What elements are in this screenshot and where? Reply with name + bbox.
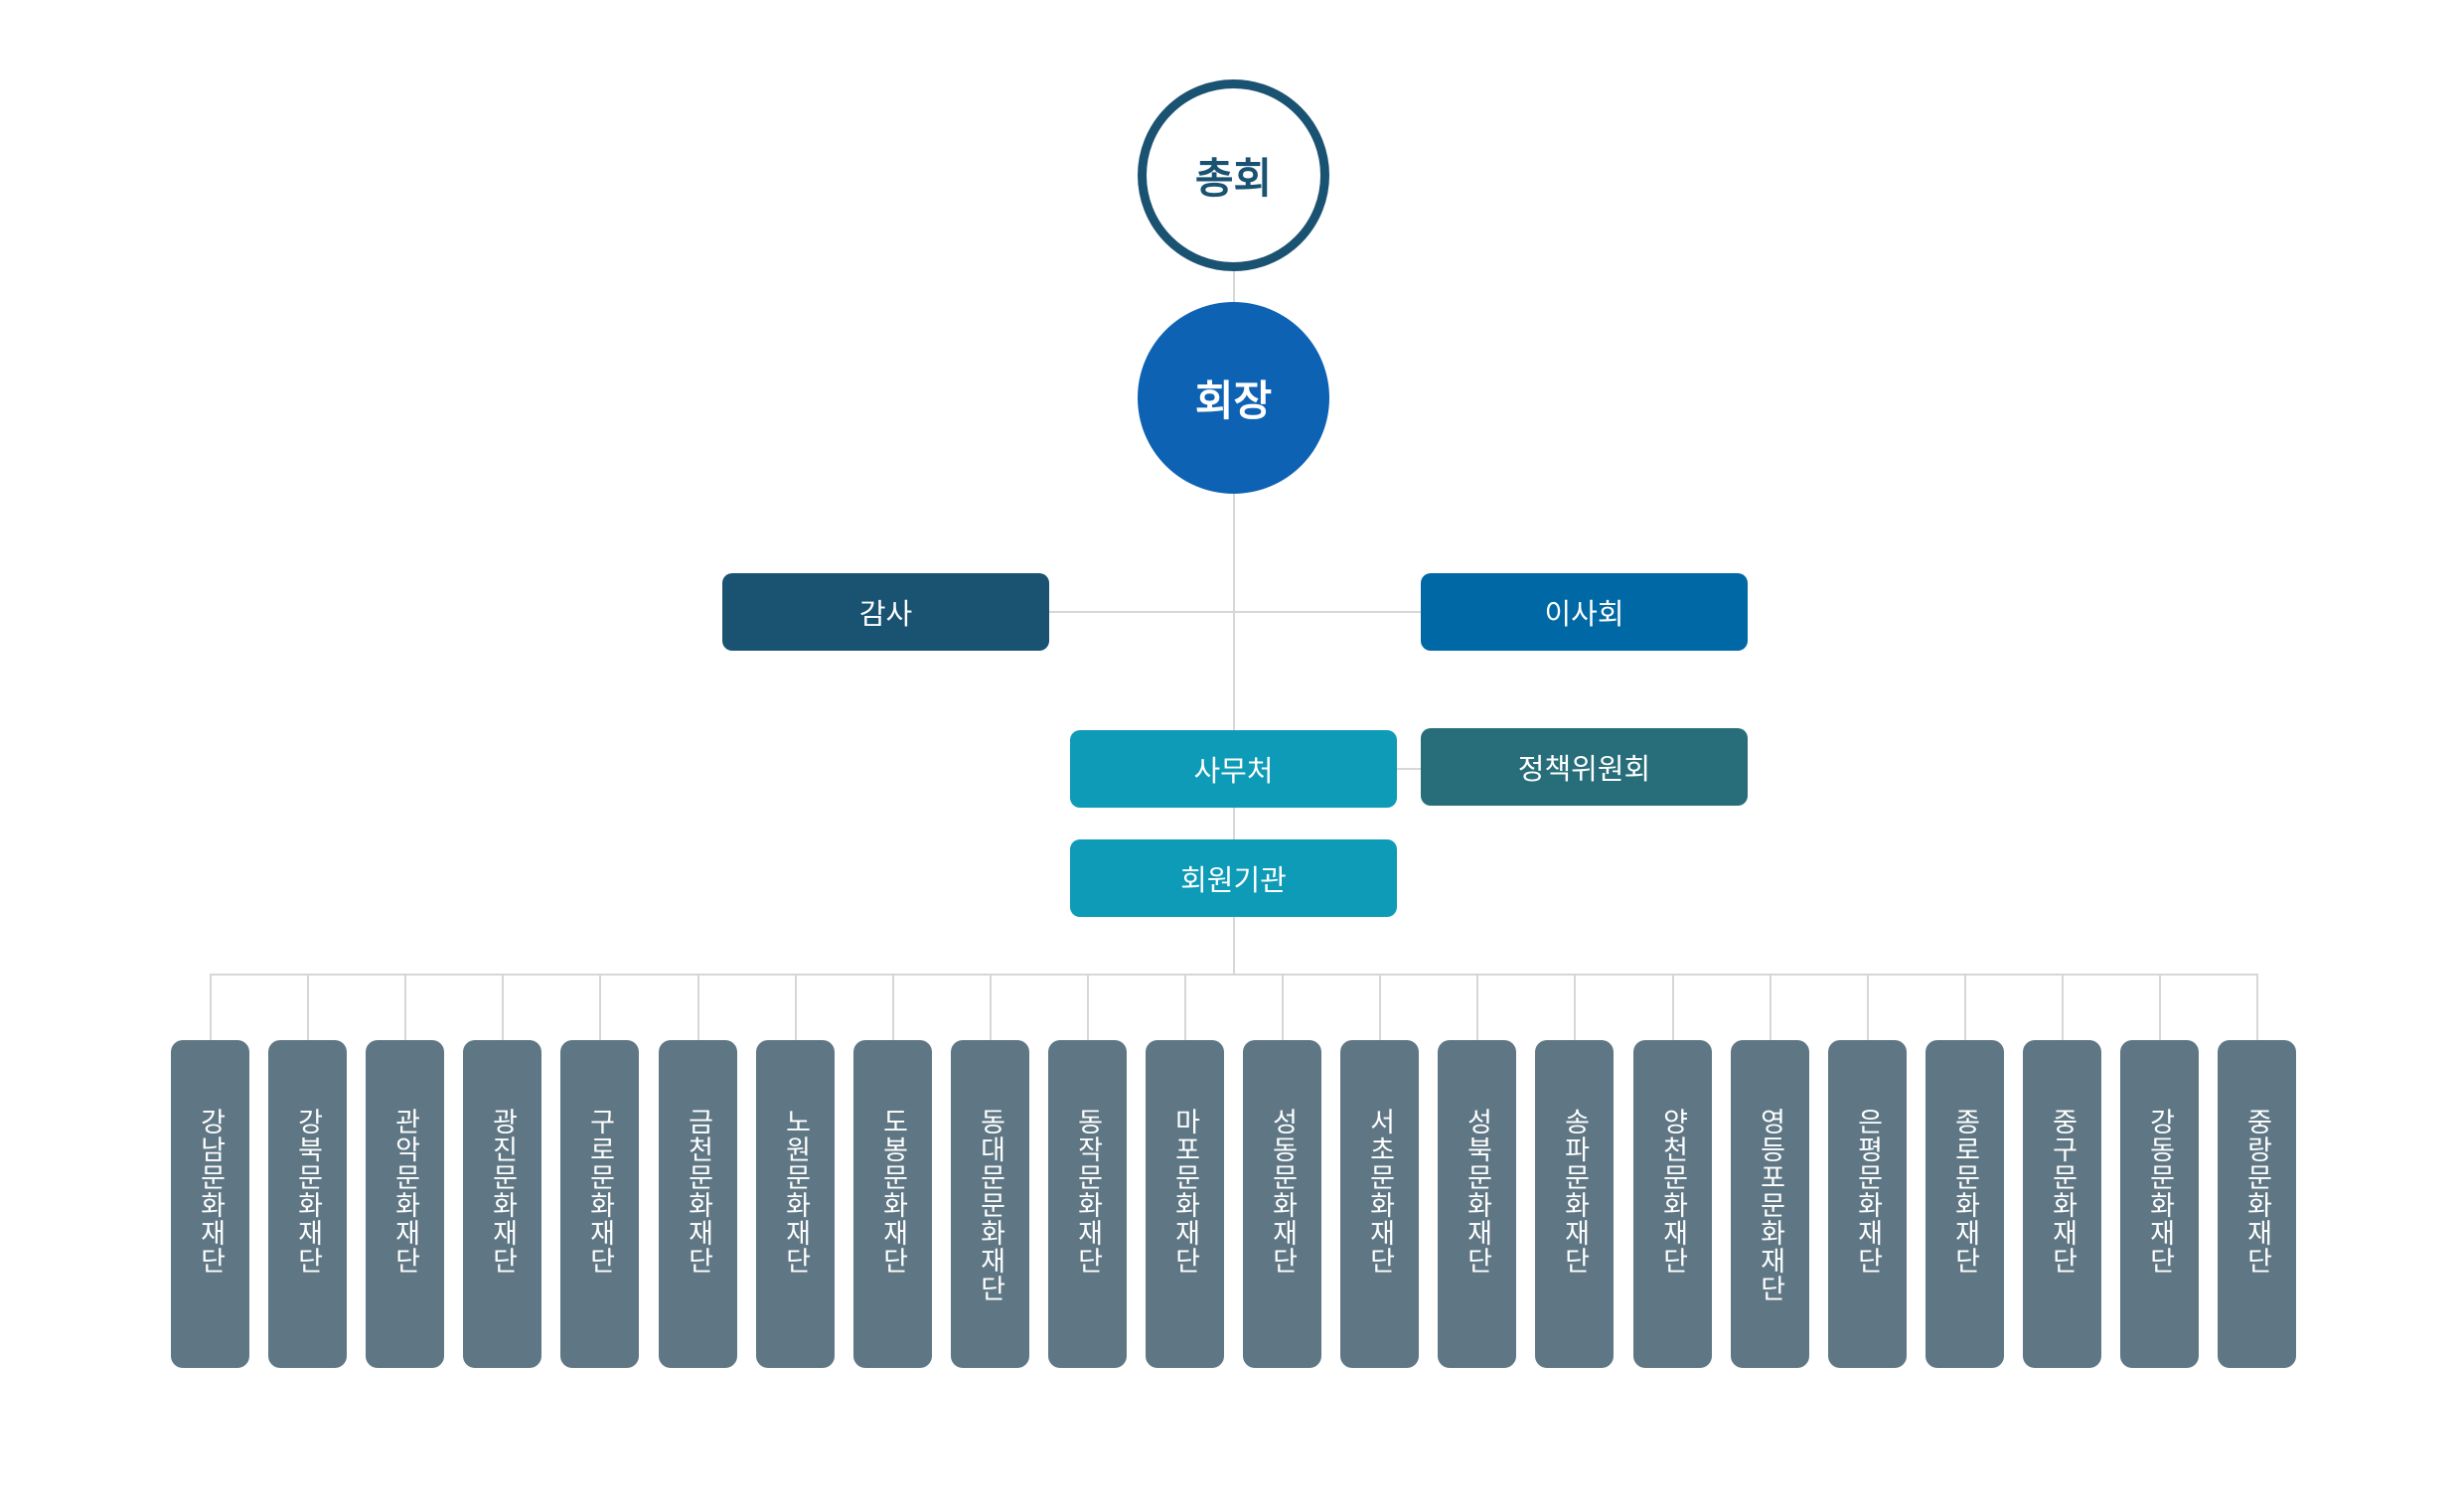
audit-node: 감사 [722, 573, 1049, 651]
general-assembly-node: 총회 [1138, 79, 1329, 271]
connector-member-drop [599, 974, 601, 1040]
member-foundation-card: 강남문화재단 [171, 1040, 249, 1368]
board-node: 이사회 [1421, 573, 1748, 651]
connector-member-drop [1867, 974, 1869, 1040]
member-foundation-card: 동대문문화재단 [951, 1040, 1029, 1368]
member-foundation-card: 관악문화재단 [366, 1040, 444, 1368]
member-foundation-label: 구로문화재단 [584, 1108, 615, 1275]
connector-member-drop [2256, 974, 2258, 1040]
member-foundation-label: 강동문화재단 [2144, 1108, 2175, 1275]
member-foundation-label: 양천문화재단 [1657, 1108, 1688, 1275]
connector-audit-board [1049, 611, 1421, 613]
connector-member-drop [1379, 974, 1381, 1040]
member-foundation-label: 마포문화재단 [1169, 1108, 1200, 1275]
member-foundation-card: 광진문화재단 [463, 1040, 541, 1368]
secretariat-label: 사무처 [1193, 754, 1274, 788]
member-foundation-label: 중구문화재단 [2047, 1108, 2078, 1275]
secretariat-node: 사무처 [1070, 730, 1397, 808]
member-foundation-label: 중랑문화재단 [2241, 1108, 2272, 1275]
member-foundation-label: 송파문화재단 [1559, 1108, 1590, 1275]
connector-main-trunk [1233, 271, 1235, 975]
connector-secretariat-policy [1397, 768, 1421, 770]
connector-member-drop [795, 974, 797, 1040]
connector-member-drop [404, 974, 406, 1040]
chairperson-label: 회장 [1194, 377, 1273, 425]
member-foundation-label: 금천문화재단 [683, 1108, 713, 1275]
connector-member-drop [1282, 974, 1284, 1040]
connector-member-drop [1770, 974, 1771, 1040]
member-foundation-label: 은평문화재단 [1852, 1108, 1883, 1275]
member-foundation-label: 도봉문화재단 [877, 1108, 908, 1275]
connector-member-drop [2062, 974, 2064, 1040]
connector-member-drop [210, 974, 212, 1040]
member-foundation-label: 관악문화재단 [389, 1108, 420, 1275]
connector-members-bus [210, 974, 2258, 976]
member-foundation-label: 성동문화재단 [1267, 1108, 1298, 1275]
member-foundation-card: 동작문화재단 [1048, 1040, 1127, 1368]
member-foundation-card: 노원문화재단 [756, 1040, 835, 1368]
member-foundation-label: 종로문화재단 [1949, 1108, 1980, 1275]
member-foundation-label: 성북문화재단 [1462, 1108, 1492, 1275]
member-foundation-card: 영등포문화재단 [1731, 1040, 1809, 1368]
member-foundation-card: 금천문화재단 [659, 1040, 737, 1368]
policy-committee-node: 정책위원회 [1421, 728, 1748, 806]
member-foundation-label: 강북문화재단 [292, 1108, 323, 1275]
connector-member-drop [2159, 974, 2161, 1040]
member-institutions-label: 회원기관 [1180, 863, 1287, 897]
connector-member-drop [1574, 974, 1576, 1040]
member-foundation-label: 광진문화재단 [487, 1108, 518, 1275]
connector-member-drop [697, 974, 699, 1040]
connector-member-drop [1672, 974, 1674, 1040]
member-foundation-card: 마포문화재단 [1146, 1040, 1224, 1368]
member-foundation-card: 송파문화재단 [1535, 1040, 1614, 1368]
chairperson-node: 회장 [1138, 302, 1329, 494]
board-label: 이사회 [1544, 597, 1624, 631]
member-foundation-label: 강남문화재단 [195, 1108, 226, 1275]
member-foundation-card: 중랑문화재단 [2218, 1040, 2296, 1368]
connector-member-drop [502, 974, 504, 1040]
member-foundation-card: 성북문화재단 [1438, 1040, 1516, 1368]
connector-member-drop [892, 974, 894, 1040]
member-foundation-card: 서초문화재단 [1340, 1040, 1419, 1368]
connector-member-drop [307, 974, 309, 1040]
connector-member-drop [1184, 974, 1186, 1040]
member-foundation-label: 동대문문화재단 [975, 1108, 1005, 1302]
audit-label: 감사 [858, 597, 913, 631]
member-institutions-node: 회원기관 [1070, 839, 1397, 917]
member-foundation-card: 은평문화재단 [1828, 1040, 1907, 1368]
policy-committee-label: 정책위원회 [1517, 752, 1651, 786]
member-foundation-label: 서초문화재단 [1364, 1108, 1395, 1275]
member-foundation-card: 종로문화재단 [1925, 1040, 2004, 1368]
member-foundation-card: 중구문화재단 [2023, 1040, 2101, 1368]
member-foundation-label: 노원문화재단 [780, 1108, 811, 1275]
member-foundation-card: 강북문화재단 [268, 1040, 347, 1368]
member-foundation-card: 강동문화재단 [2120, 1040, 2199, 1368]
connector-member-drop [1476, 974, 1478, 1040]
member-foundation-card: 성동문화재단 [1243, 1040, 1321, 1368]
member-foundation-label: 영등포문화재단 [1755, 1108, 1785, 1302]
connector-member-drop [990, 974, 992, 1040]
connector-member-drop [1964, 974, 1966, 1040]
member-foundation-card: 양천문화재단 [1633, 1040, 1712, 1368]
member-foundation-card: 구로문화재단 [560, 1040, 639, 1368]
member-foundation-label: 동작문화재단 [1072, 1108, 1103, 1275]
general-assembly-label: 총회 [1194, 154, 1273, 203]
member-foundation-card: 도봉문화재단 [853, 1040, 932, 1368]
connector-member-drop [1087, 974, 1089, 1040]
